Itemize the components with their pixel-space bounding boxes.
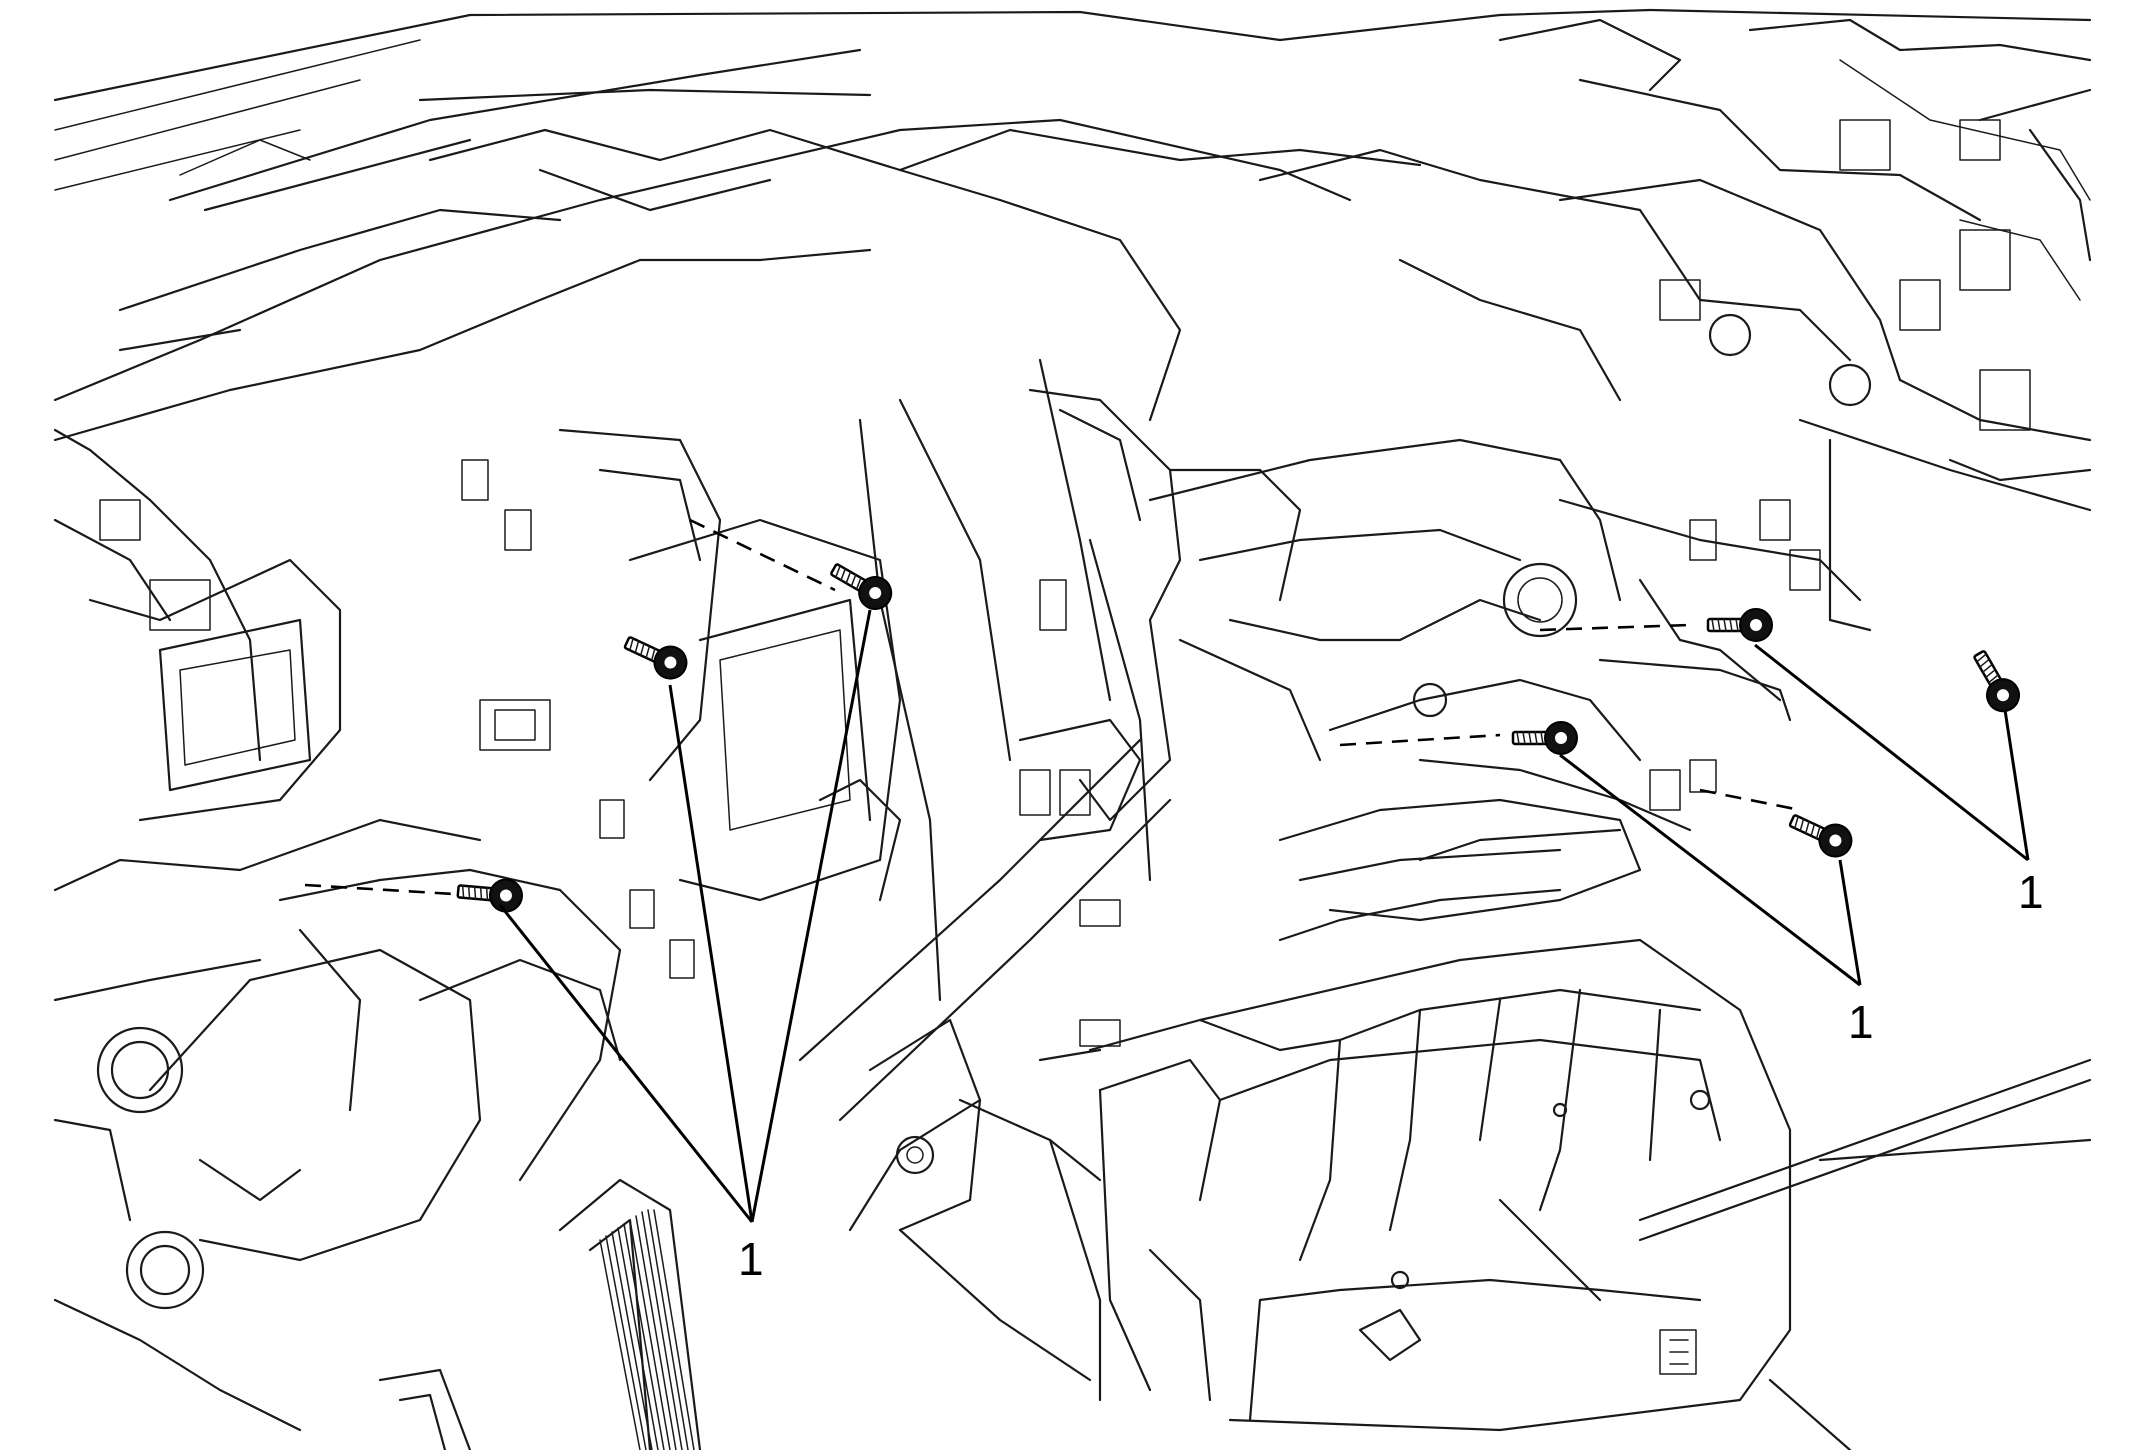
callout-far-right: 1 <box>2018 866 2044 918</box>
cowl-windshield-area <box>53 8 2092 222</box>
callout-center-right: 1 <box>1848 996 1874 1048</box>
left-side-bracket <box>53 428 902 1432</box>
bolt-upper-center <box>830 563 893 610</box>
center-support-bracket <box>818 388 1302 1232</box>
bolt-center-right <box>1511 721 1578 755</box>
bolt-far-right <box>1973 650 2020 713</box>
callout-left: 1 <box>738 1233 764 1285</box>
module-stamp <box>1659 1329 1697 1375</box>
floor-lines <box>898 1058 2092 1450</box>
leader-lines <box>498 609 2030 1223</box>
bolt-right-lower <box>1788 814 1853 858</box>
bolt-lower-left <box>456 878 523 913</box>
installation-paths <box>304 518 1801 897</box>
right-side-beam <box>1148 88 2092 922</box>
hvac-module <box>958 888 1792 1432</box>
bolt-upper-left <box>623 636 688 680</box>
cross-car-beam <box>53 118 2092 1232</box>
accelerator-pedal <box>378 1178 702 1450</box>
bolt-right-upper <box>1706 608 1773 642</box>
